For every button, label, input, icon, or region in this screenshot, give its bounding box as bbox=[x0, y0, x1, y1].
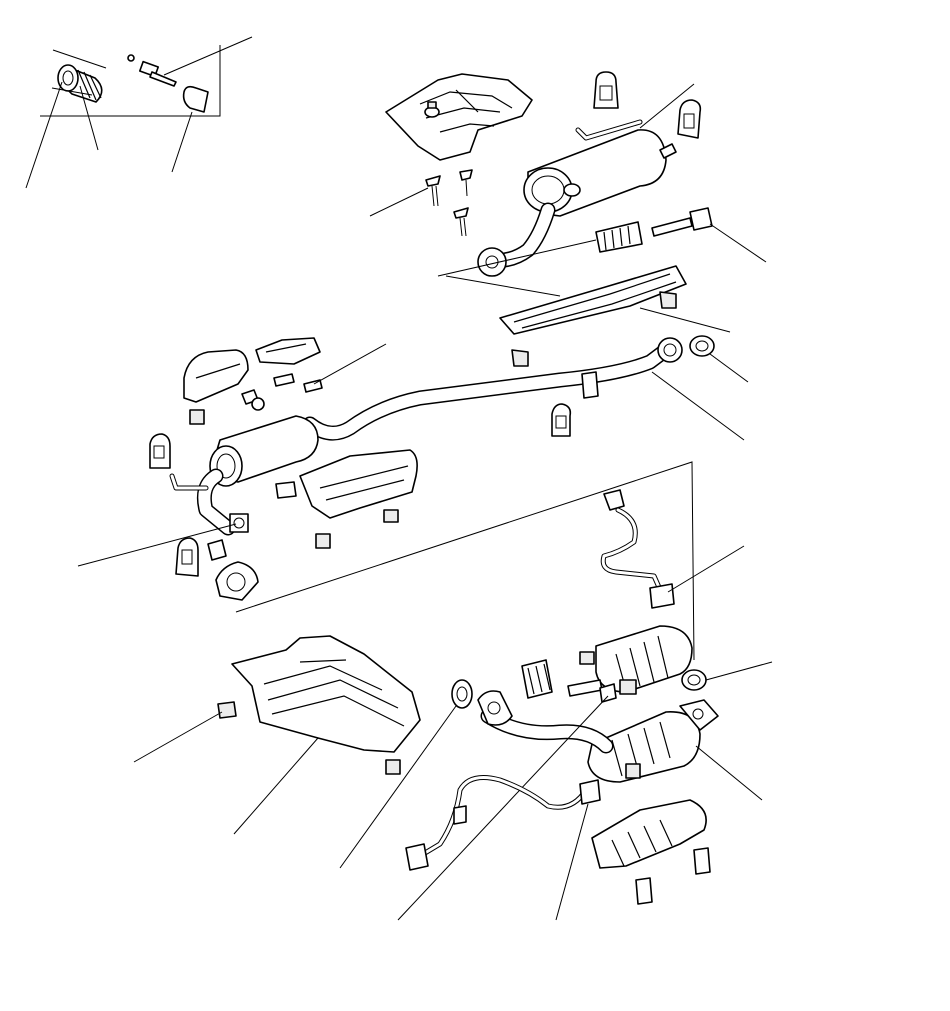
center-hanger bbox=[551, 403, 572, 437]
section-frame bbox=[235, 461, 695, 661]
converter-gasket bbox=[681, 661, 773, 691]
manifold-gasket bbox=[339, 679, 473, 869]
hardware-inset bbox=[25, 36, 253, 189]
leader-line bbox=[445, 275, 561, 297]
leader-line bbox=[52, 49, 107, 69]
cap-nut bbox=[182, 85, 209, 113]
leader-line bbox=[339, 705, 457, 869]
lower-converter-cover bbox=[591, 799, 711, 905]
oxygen-sensor-front bbox=[405, 775, 601, 921]
floor-heat-shield bbox=[133, 635, 421, 835]
leader-line bbox=[709, 223, 767, 263]
leader-line bbox=[313, 343, 387, 385]
leader-line bbox=[397, 695, 609, 921]
shield-studs bbox=[369, 169, 473, 237]
flange-gasket-rear bbox=[689, 335, 749, 383]
leader-line bbox=[369, 187, 429, 217]
stud-bolt bbox=[127, 54, 177, 87]
leader-line bbox=[171, 111, 193, 173]
spring-bolt bbox=[437, 207, 767, 277]
leader-line bbox=[51, 87, 93, 96]
inset-frame bbox=[40, 45, 221, 117]
leader-line bbox=[163, 36, 253, 76]
leader-line bbox=[77, 523, 237, 567]
front-hangers bbox=[149, 433, 227, 577]
muffler bbox=[477, 83, 695, 277]
front-pipe-bracket bbox=[183, 337, 387, 425]
rear-hangers bbox=[593, 71, 702, 139]
front-pipe-shield bbox=[275, 449, 418, 549]
mid-heat-shield bbox=[445, 265, 731, 367]
leader-line bbox=[639, 307, 731, 333]
leader-line bbox=[695, 745, 763, 801]
leader-line bbox=[233, 737, 319, 835]
catalytic-converter bbox=[397, 625, 763, 921]
leader-line bbox=[555, 803, 589, 921]
leader-line bbox=[639, 83, 695, 129]
leader-line bbox=[79, 85, 99, 151]
oxygen-sensor-rear bbox=[600, 489, 745, 609]
leader-line bbox=[667, 545, 745, 593]
leader-line bbox=[437, 239, 597, 277]
leader-line bbox=[25, 81, 63, 189]
leader-line bbox=[709, 353, 749, 383]
upper-heat-shield bbox=[385, 73, 533, 161]
resonator bbox=[77, 415, 319, 601]
gasket-ring bbox=[57, 64, 103, 103]
mid-pipe bbox=[302, 337, 745, 441]
leader-line bbox=[651, 371, 745, 441]
leader-line bbox=[133, 711, 223, 763]
leader-line bbox=[705, 661, 773, 681]
